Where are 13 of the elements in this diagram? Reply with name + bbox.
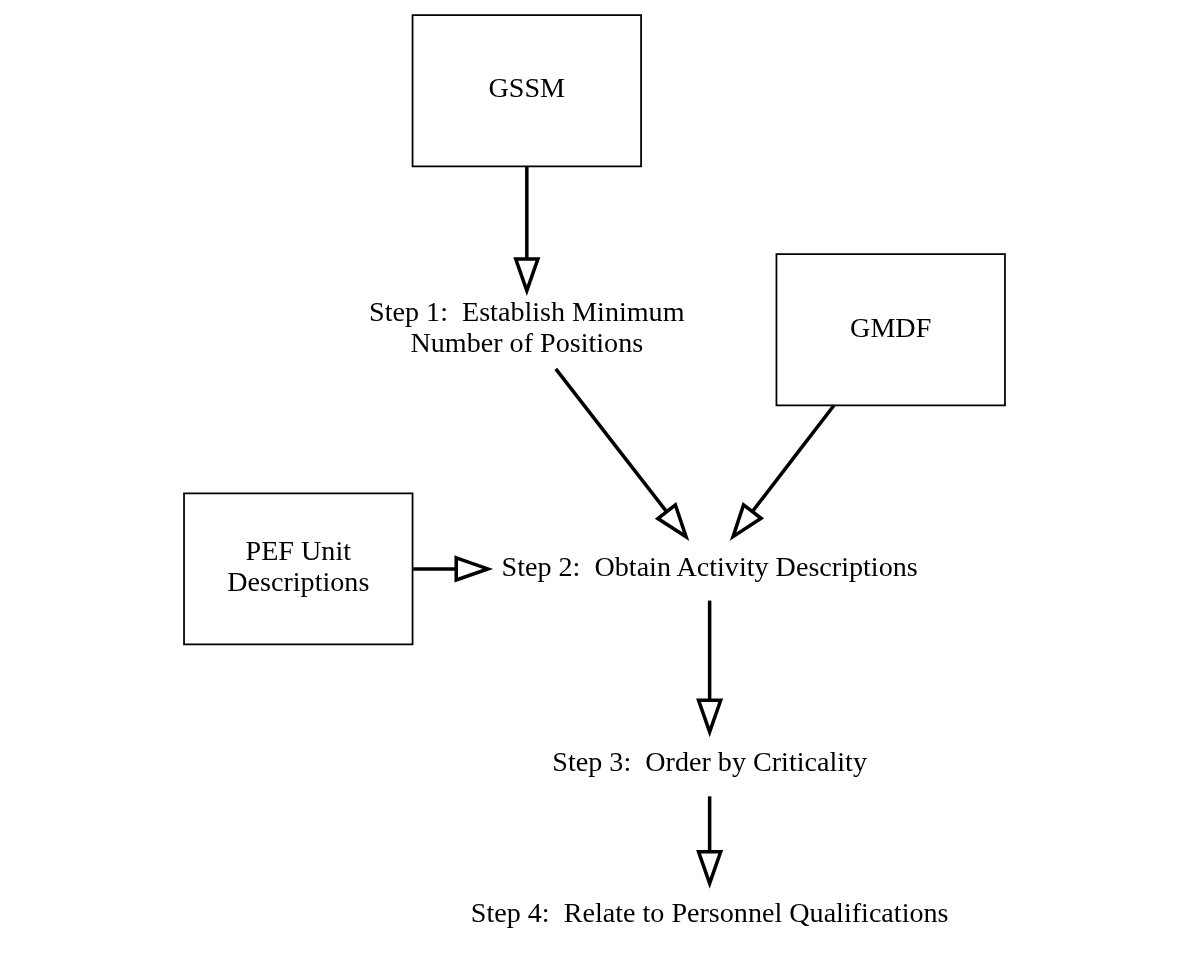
node-box: GMDF — [775, 253, 1006, 407]
node-box: GSSM — [411, 14, 642, 168]
node-text: Step 3: Order by Criticality — [551, 745, 867, 777]
arrow — [695, 600, 723, 738]
arrow — [553, 367, 689, 541]
arrow — [512, 166, 540, 296]
node-text: Step 4: Relate to Personnel Qualifications — [470, 896, 949, 928]
arrow — [412, 555, 493, 583]
arrow — [729, 404, 835, 541]
node-text: Step 1: Establish Minimum Number of Positions — [368, 295, 685, 359]
arrow — [695, 796, 723, 889]
node-text: Step 2: Obtain Activity Descriptions — [501, 550, 918, 582]
node-box: PEF Unit Descriptions — [182, 492, 413, 646]
